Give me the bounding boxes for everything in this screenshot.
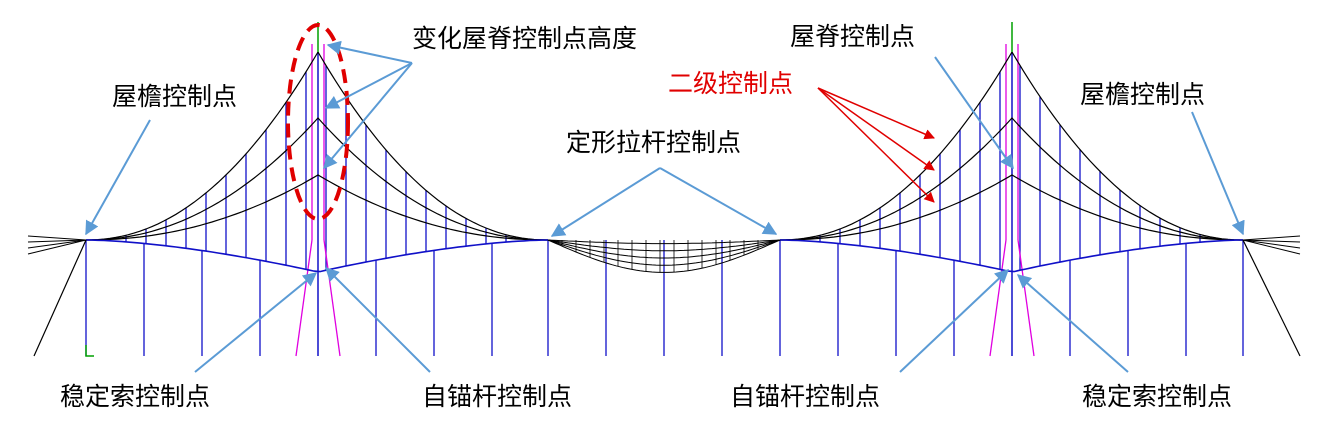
label-stabilizer-right: 稳定索控制点 — [1082, 382, 1232, 411]
eave-overhang — [1242, 235, 1301, 241]
saddle-cable — [547, 239, 781, 259]
saddle-cable — [547, 239, 781, 245]
label-anchor-left: 自锚杆控制点 — [422, 382, 572, 411]
anchor-rod — [323, 239, 341, 357]
label-tie-rod: 定形拉杆控制点 — [566, 128, 741, 157]
secondary-arrows — [817, 87, 935, 203]
eave-overhang — [27, 239, 87, 249]
base-marker — [85, 345, 94, 357]
saddle-cable — [547, 239, 781, 273]
label-secondary-control: 二级控制点 — [668, 69, 793, 98]
end-stay-left — [33, 239, 87, 357]
ridge-cable — [86, 174, 548, 241]
stabilizer-cable — [779, 239, 1243, 273]
anchor-rod — [295, 239, 313, 357]
anchor-rod — [1017, 239, 1035, 357]
annotation-arrows — [85, 40, 1245, 373]
saddle-cable — [547, 239, 781, 266]
ridge-cable — [85, 50, 548, 241]
label-ridge: 屋脊控制点 — [790, 22, 915, 51]
hanger-lines — [85, 65, 1244, 356]
label-stabilizer-left: 稳定索控制点 — [60, 382, 210, 411]
ridge-cable — [85, 117, 548, 241]
eave-overhang — [27, 235, 87, 241]
ridge-cable — [780, 174, 1243, 241]
mast-lines — [295, 44, 1035, 357]
ridge-height-highlight — [286, 23, 350, 221]
stabilizer-cable — [85, 239, 549, 273]
label-eave-right: 屋檐控制点 — [1080, 80, 1205, 109]
saddle-cable — [547, 239, 781, 252]
stabilizer-cables — [33, 239, 1301, 357]
eave-overhang — [1242, 239, 1301, 249]
anchor-rod — [989, 239, 1007, 357]
eave-overhang — [27, 239, 87, 255]
saddle-cable-net — [547, 239, 781, 273]
end-stay-right — [1242, 239, 1301, 357]
eave-overhang — [1242, 239, 1301, 243]
label-eave-left: 屋檐控制点 — [112, 82, 237, 111]
ridge-cable — [779, 117, 1243, 241]
eave-overhang — [1242, 239, 1301, 255]
label-anchor-right: 自锚杆控制点 — [730, 382, 880, 411]
label-ridge-height-change: 变化屋脊控制点高度 — [412, 24, 637, 53]
eave-overhang — [27, 239, 87, 243]
